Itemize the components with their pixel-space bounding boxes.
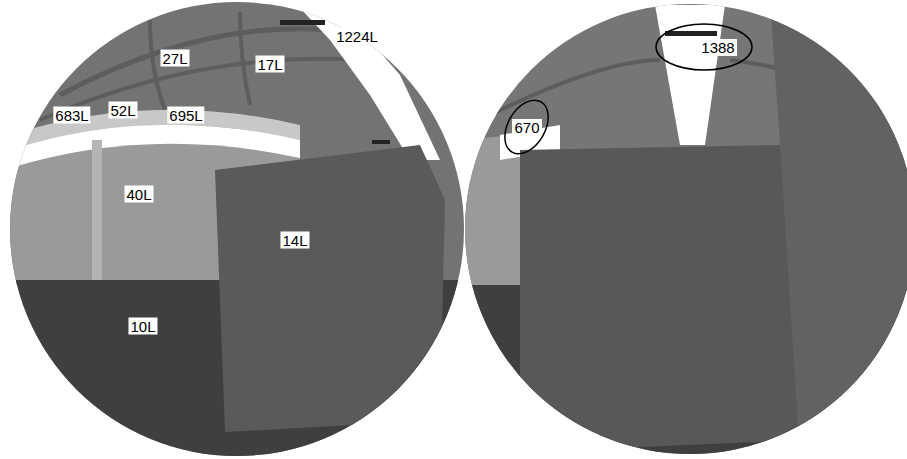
left-fisheye: [0, 0, 470, 459]
luminance-label: 695L: [167, 107, 204, 124]
luminance-label: 40L: [124, 186, 153, 203]
luminance-label: 683L: [53, 107, 90, 124]
callout-number: 1388: [699, 39, 736, 56]
luminance-label: 10L: [128, 318, 157, 335]
luminance-label: 1224L: [334, 28, 380, 45]
luminance-label: 17L: [255, 56, 284, 73]
luminance-label: 52L: [108, 102, 137, 119]
callout-number: 670: [512, 119, 541, 136]
luminance-label: 14L: [280, 232, 309, 249]
right-fisheye: [460, 0, 907, 459]
luminance-label: 27L: [160, 50, 189, 67]
callout-ellipse: 1388: [656, 24, 752, 70]
callout-ellipse: 670: [508, 98, 545, 156]
